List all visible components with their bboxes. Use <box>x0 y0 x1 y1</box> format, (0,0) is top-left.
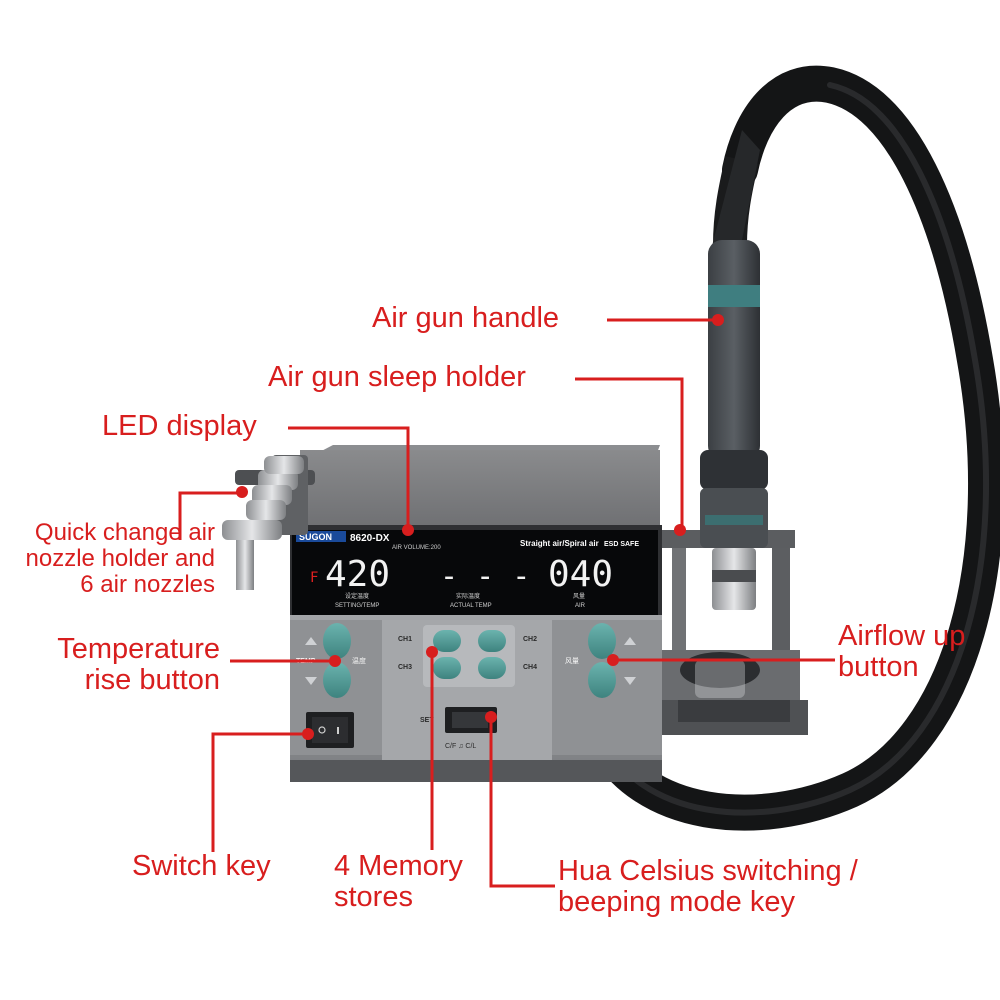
air-en: AIR <box>575 603 586 609</box>
callout-airflow-up: Airflow up button <box>838 620 998 684</box>
air-down-button[interactable] <box>588 662 616 698</box>
callout-air-gun-handle: Air gun handle <box>372 302 560 334</box>
ch1-label: CH1 <box>398 636 412 643</box>
set-temp-cn: 设定温度 <box>345 592 369 600</box>
ch1-button[interactable] <box>433 630 461 652</box>
air-button-group: 风量 <box>565 623 636 698</box>
power-switch[interactable] <box>306 712 354 748</box>
model-label: 8620-DX <box>350 533 390 544</box>
air-gun-handle <box>700 240 768 610</box>
callout-nozzle-holder: Quick change air nozzle holder and 6 air… <box>0 520 215 598</box>
callout-sleep-holder: Air gun sleep holder <box>268 361 526 393</box>
nozzle-holder <box>222 455 315 590</box>
air-volume-label: AIR VOLUME:200 <box>392 545 441 551</box>
actual-temp-en: ACTUAL TEMP <box>450 603 492 609</box>
air-up-button[interactable] <box>588 623 616 659</box>
actual-temp-readout: - - - <box>440 559 530 594</box>
ch2-button[interactable] <box>478 630 506 652</box>
mode-label: Straight air/Spiral air <box>520 539 599 548</box>
unit-indicator: F <box>310 570 318 586</box>
callout-temp-rise-line-1: Temperature <box>57 633 220 665</box>
callout-leaders <box>178 314 835 888</box>
temp-up-button[interactable] <box>323 623 351 659</box>
set-switch[interactable]: SET C/F ♫ C/L <box>420 707 497 750</box>
esd-label: ESD SAFE <box>604 541 639 548</box>
callout-celsius-line-2: beeping mode key <box>558 886 795 919</box>
ch4-button[interactable] <box>478 657 506 679</box>
callout-memory-line-2: stores <box>334 881 413 914</box>
callout-airflow-up-line-1: Airflow up <box>838 620 966 652</box>
temp-down-button[interactable] <box>323 662 351 698</box>
callout-celsius-line-1: Hua Celsius switching / <box>558 855 858 887</box>
callout-temp-rise: Temperature rise button <box>0 633 220 697</box>
temp-label-cn: 温度 <box>352 656 366 665</box>
callout-airflow-up-line-2: button <box>838 651 919 684</box>
mode-tags: C/F ♫ C/L <box>445 743 476 750</box>
memory-button-group: CH1 CH3 CH2 CH4 <box>398 625 537 687</box>
callout-temp-rise-line-2: rise button <box>84 664 220 697</box>
callout-nozzle-holder-line-3: 6 air nozzles <box>80 570 215 598</box>
set-temp-en: SETTING/TEMP <box>335 603 379 609</box>
air-readout: 040 <box>548 554 613 595</box>
ch4-label: CH4 <box>523 664 537 671</box>
set-label: SET <box>420 717 434 724</box>
ch2-label: CH2 <box>523 636 537 643</box>
led-display: SUGON 8620-DX AIR VOLUME:200 Straight ai… <box>292 530 658 615</box>
ch3-button[interactable] <box>433 657 461 679</box>
set-temp-readout: 420 <box>325 554 390 595</box>
callout-nozzle-holder-line-2: nozzle holder and <box>25 544 215 572</box>
air-gun-stand <box>655 530 808 735</box>
callout-switch-key: Switch key <box>132 850 271 882</box>
callout-nozzle-holder-line-1: Quick change air <box>34 519 215 546</box>
callout-led-display: LED display <box>102 410 257 442</box>
callout-memory: 4 Memory stores <box>334 850 494 914</box>
actual-temp-cn: 实际温度 <box>456 592 480 600</box>
brand-label: SUGON <box>299 532 332 542</box>
hose-strain-relief <box>712 130 760 250</box>
ch3-label: CH3 <box>398 664 412 671</box>
air-label-cn: 风量 <box>565 657 579 665</box>
callout-celsius-switch: Hua Celsius switching / beeping mode key <box>558 855 998 919</box>
air-cn: 风量 <box>573 593 585 600</box>
callout-memory-line-1: 4 Memory <box>334 850 463 882</box>
